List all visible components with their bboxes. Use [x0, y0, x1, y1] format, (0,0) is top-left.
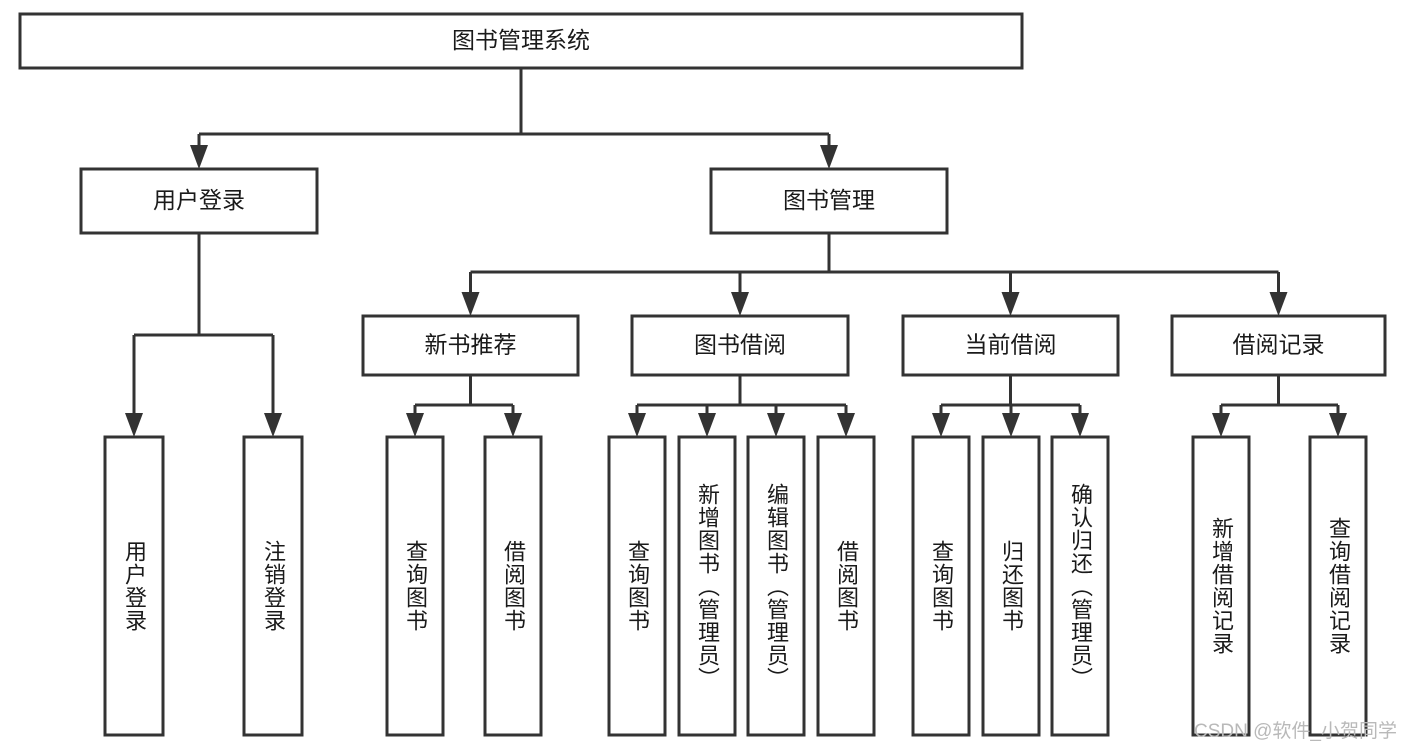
node-box-current-borrow[interactable]: [901, 314, 1120, 377]
node-box-user-login-do[interactable]: [103, 435, 165, 737]
node-label-user-login: 用户登录: [153, 187, 245, 213]
node-box-bb-query-book[interactable]: [607, 435, 667, 737]
arrow-head-icon: [504, 413, 522, 437]
arrow-head-icon: [264, 413, 282, 437]
node-box-br-query-record[interactable]: [1308, 435, 1368, 737]
connector-layer: [125, 68, 1347, 437]
arrow-head-icon: [125, 413, 143, 437]
node-box-root[interactable]: [18, 12, 1024, 70]
arrow-head-icon: [698, 413, 716, 437]
node-box-cb-confirm-return[interactable]: [1050, 435, 1110, 737]
arrow-head-icon: [1001, 292, 1020, 316]
node-box-cb-query-book[interactable]: [911, 435, 971, 737]
node-box-borrow-record[interactable]: [1170, 314, 1387, 377]
arrow-head-icon: [767, 413, 785, 437]
box-layer: [18, 12, 1387, 737]
csdn-watermark: CSDN @软件_小贺同学: [1194, 721, 1397, 742]
arrow-head-icon: [461, 292, 480, 316]
node-box-new-book-rec[interactable]: [361, 314, 580, 377]
node-label-root: 图书管理系统: [452, 27, 590, 53]
arrow-head-icon: [406, 413, 424, 437]
node-box-cb-return-book[interactable]: [981, 435, 1041, 737]
arrow-head-icon: [837, 413, 855, 437]
node-label-borrow-record: 借阅记录: [1233, 332, 1325, 358]
node-box-book-manage[interactable]: [709, 167, 949, 235]
node-box-bb-edit-book[interactable]: [746, 435, 806, 737]
arrow-head-icon: [1269, 292, 1288, 316]
arrow-head-icon: [820, 145, 838, 169]
node-box-book-borrow[interactable]: [630, 314, 850, 377]
arrow-head-icon: [731, 292, 749, 316]
node-box-br-add-record[interactable]: [1191, 435, 1251, 737]
node-box-user-login[interactable]: [79, 167, 319, 235]
arrow-head-icon: [1002, 413, 1020, 437]
arrow-head-icon: [932, 413, 950, 437]
node-label-book-borrow: 图书借阅: [694, 332, 786, 358]
node-label-book-manage: 图书管理: [783, 187, 875, 213]
node-label-current-borrow: 当前借阅: [965, 332, 1057, 358]
arrow-head-icon: [190, 145, 208, 169]
node-box-bb-borrow-book[interactable]: [816, 435, 876, 737]
arrow-head-icon: [628, 413, 646, 437]
node-label-new-book-rec: 新书推荐: [425, 332, 517, 358]
node-box-user-logout[interactable]: [242, 435, 304, 737]
arrow-head-icon: [1329, 413, 1347, 437]
arrow-head-icon: [1212, 413, 1230, 437]
arrow-head-icon: [1071, 413, 1089, 437]
node-box-nbr-query-book[interactable]: [385, 435, 445, 737]
node-box-bb-add-book[interactable]: [677, 435, 737, 737]
node-box-nbr-borrow-book[interactable]: [483, 435, 543, 737]
